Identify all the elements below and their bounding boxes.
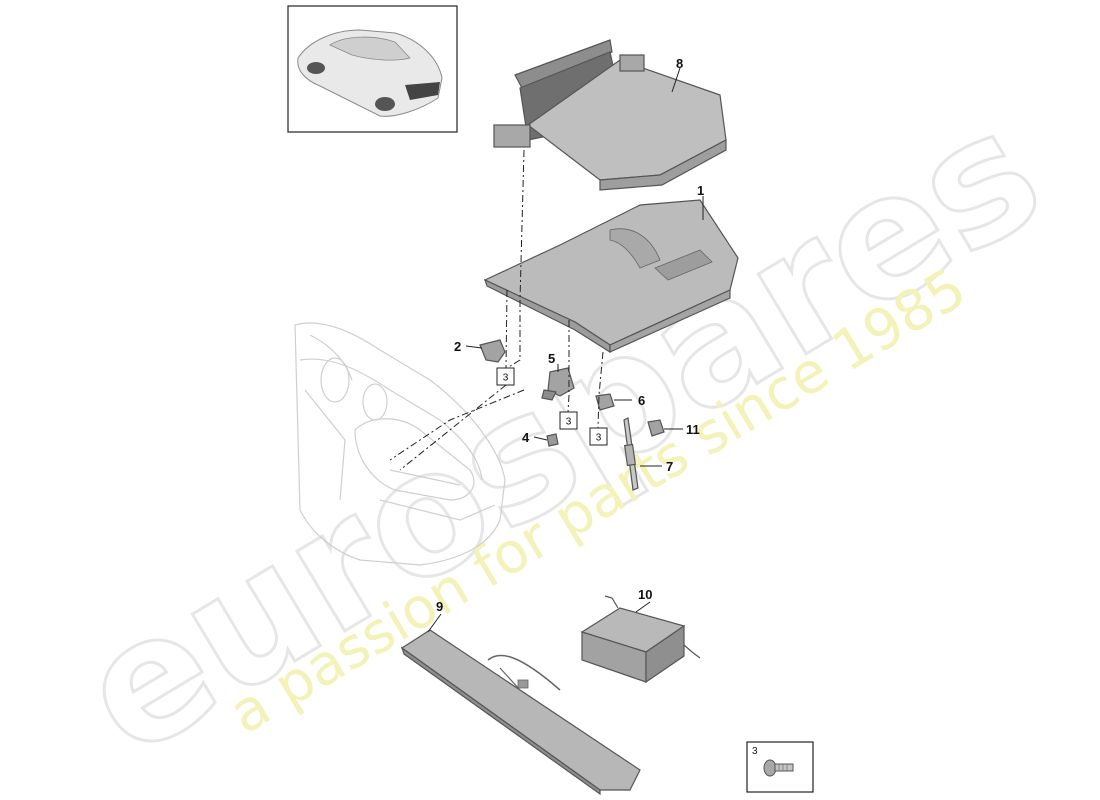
screw-icon <box>763 759 794 777</box>
callout-6: 6 <box>638 393 645 408</box>
callout-5: 5 <box>548 351 555 366</box>
callout-11: 11 <box>686 422 700 437</box>
overview-thumbnail <box>287 5 458 133</box>
callout-10: 10 <box>638 587 652 602</box>
part-7-gas-strut <box>623 417 639 491</box>
part-11-catch <box>647 419 665 437</box>
ref-box-c: 3 <box>596 433 602 444</box>
assembly-lines <box>389 149 604 471</box>
reference-boxes: 3 3 3 <box>496 367 608 446</box>
callout-7: 7 <box>666 459 673 474</box>
car-thumbnail-icon <box>297 29 443 117</box>
callout-2: 2 <box>454 339 461 354</box>
legend-box: 3 <box>746 741 814 793</box>
part-2-bracket <box>479 339 506 363</box>
vehicle-body-ghost <box>294 322 506 566</box>
callout-1: 1 <box>697 183 704 198</box>
legend-number: 3 <box>752 746 758 757</box>
callout-9: 9 <box>436 599 443 614</box>
part-5-bracket <box>541 367 575 401</box>
part-4-clip <box>546 433 559 447</box>
part-10-storage-box <box>580 595 701 684</box>
callouts: 8 1 2 5 4 6 7 11 10 9 <box>436 56 704 614</box>
watermark-brand: eurospares <box>49 72 1072 795</box>
leader-lines <box>427 67 704 633</box>
ref-box-a: 3 <box>503 373 509 384</box>
part-8-luggage-cover <box>493 39 727 191</box>
part-6-latch <box>595 393 615 411</box>
watermark: eurospares a passion for parts since 198… <box>48 70 1074 796</box>
callout-4: 4 <box>522 430 530 445</box>
callout-8: 8 <box>676 56 683 71</box>
part-1-trunk-cover <box>483 199 739 354</box>
ref-box-b: 3 <box>566 417 572 428</box>
part-9-panel-with-handle <box>400 629 641 796</box>
